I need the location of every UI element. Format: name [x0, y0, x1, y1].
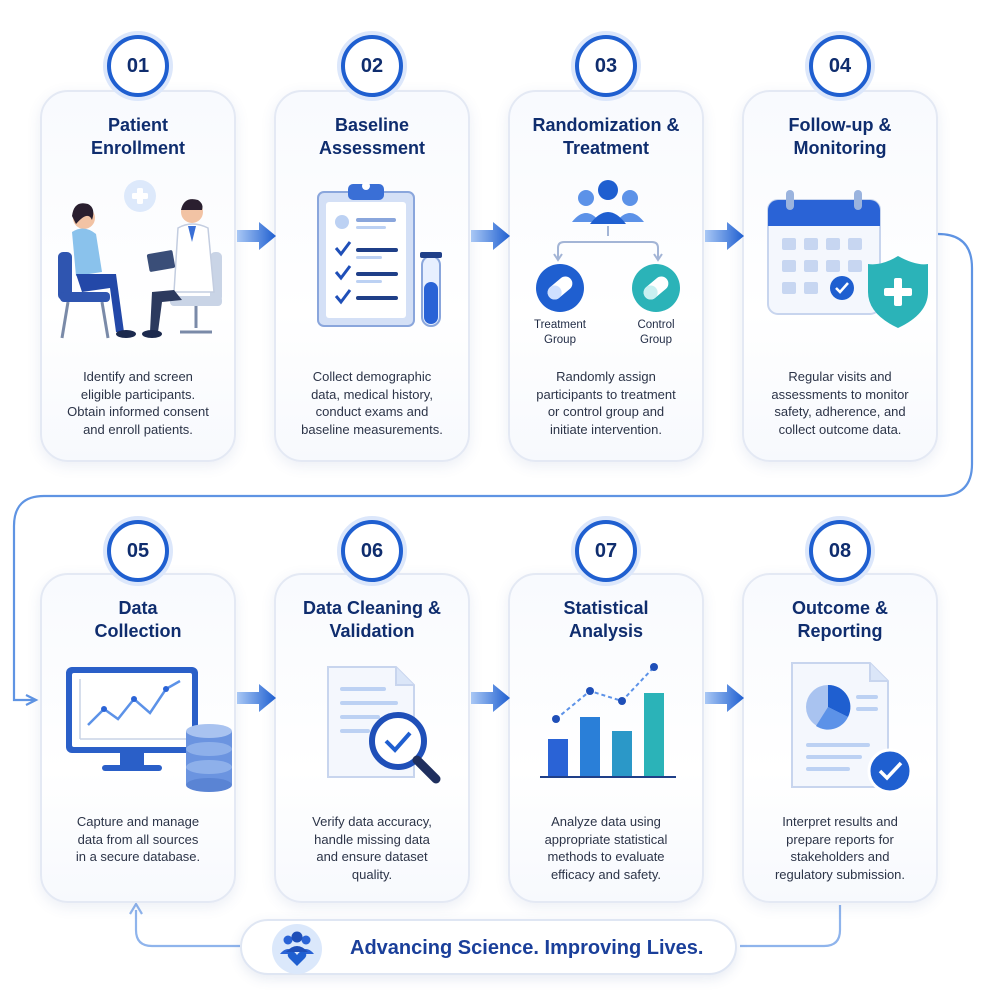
step-card-7: Statistical Analysis Analyze data using … [508, 573, 704, 903]
step-title: Baseline Assessment [318, 115, 426, 158]
step-description: Verify data accuracy, handle missing dat… [312, 814, 432, 882]
treatment-group-label-line1: Treatment [534, 319, 587, 331]
monitor-chart-icon [66, 667, 198, 771]
step-card-3: Randomization & Treatment Treatment Grou… [508, 90, 704, 462]
treatment-group-label-line2: Group [544, 334, 576, 346]
database-icon [186, 724, 232, 792]
clipboard-icon [317, 182, 415, 327]
step-number-badge: 08 [809, 520, 871, 582]
step-title: Data Cleaning & Validation [302, 598, 442, 641]
step-number-badge: 01 [107, 35, 169, 97]
step-number-badge: 06 [341, 520, 403, 582]
step-description: Interpret results and prepare reports fo… [774, 814, 906, 882]
step-number-badge: 05 [107, 520, 169, 582]
step-description: Capture and manage data from all sources… [75, 814, 201, 864]
control-group-label-line2: Group [640, 334, 672, 346]
step-card-2: Baseline Assessment Collect de [274, 90, 470, 462]
step-title: Patient Enrollment [90, 115, 185, 158]
step-title: Outcome & Reporting [791, 598, 888, 641]
test-tube-icon [420, 252, 442, 327]
step-card-5: Data Collection Capture and manage data … [40, 573, 236, 903]
calendar-icon [767, 190, 881, 315]
bar-chart-icon [540, 663, 676, 778]
arrow-right-icon [471, 684, 510, 712]
control-group-label-line1: Control [637, 319, 674, 331]
tagline-banner: Advancing Science. Improving Lives. [240, 919, 737, 975]
step-card-4: Follow-up & Monitoring Regular visits an… [742, 90, 938, 462]
check-badge-icon [867, 748, 913, 794]
step-card-8: Outcome & Reporting Interpret results an… [742, 573, 938, 903]
step-title: Randomization & Treatment [532, 115, 680, 158]
document-magnifier-icon [327, 666, 441, 784]
arrow-right-icon [237, 684, 276, 712]
arrow-right-icon [471, 222, 510, 250]
step-description: Collect demographic data, medical histor… [301, 369, 443, 437]
people-group-icon [553, 180, 663, 262]
heart-people-icon [272, 924, 322, 974]
step-number-badge: 02 [341, 35, 403, 97]
shield-plus-icon [868, 256, 928, 328]
patient-doctor-icon [58, 180, 222, 339]
step-description: Identify and screen eligible participant… [67, 369, 209, 437]
step-number-badge: 03 [575, 35, 637, 97]
step-number-badge: 07 [575, 520, 637, 582]
report-pie-icon [791, 662, 889, 788]
tagline-text: Advancing Science. Improving Lives. [350, 937, 704, 959]
step-description: Randomly assign participants to treatmen… [536, 369, 676, 437]
step-card-1: Patient Enrollment [40, 90, 236, 462]
step-description: Regular visits and assessments to monito… [771, 369, 909, 437]
step-title: Data Collection [94, 598, 182, 641]
step-card-6: Data Cleaning & Validation Verify data a… [274, 573, 470, 903]
arrow-right-icon [705, 222, 744, 250]
pill-icon: Treatment Group Control Group [534, 264, 680, 346]
step-title: Statistical Analysis [563, 598, 649, 641]
step-title: Follow-up & Monitoring [788, 115, 892, 158]
step-number-badge: 04 [809, 35, 871, 97]
arrow-right-icon [237, 222, 276, 250]
step-description: Analyze data using appropriate statistic… [544, 814, 668, 882]
arrow-right-icon [705, 684, 744, 712]
